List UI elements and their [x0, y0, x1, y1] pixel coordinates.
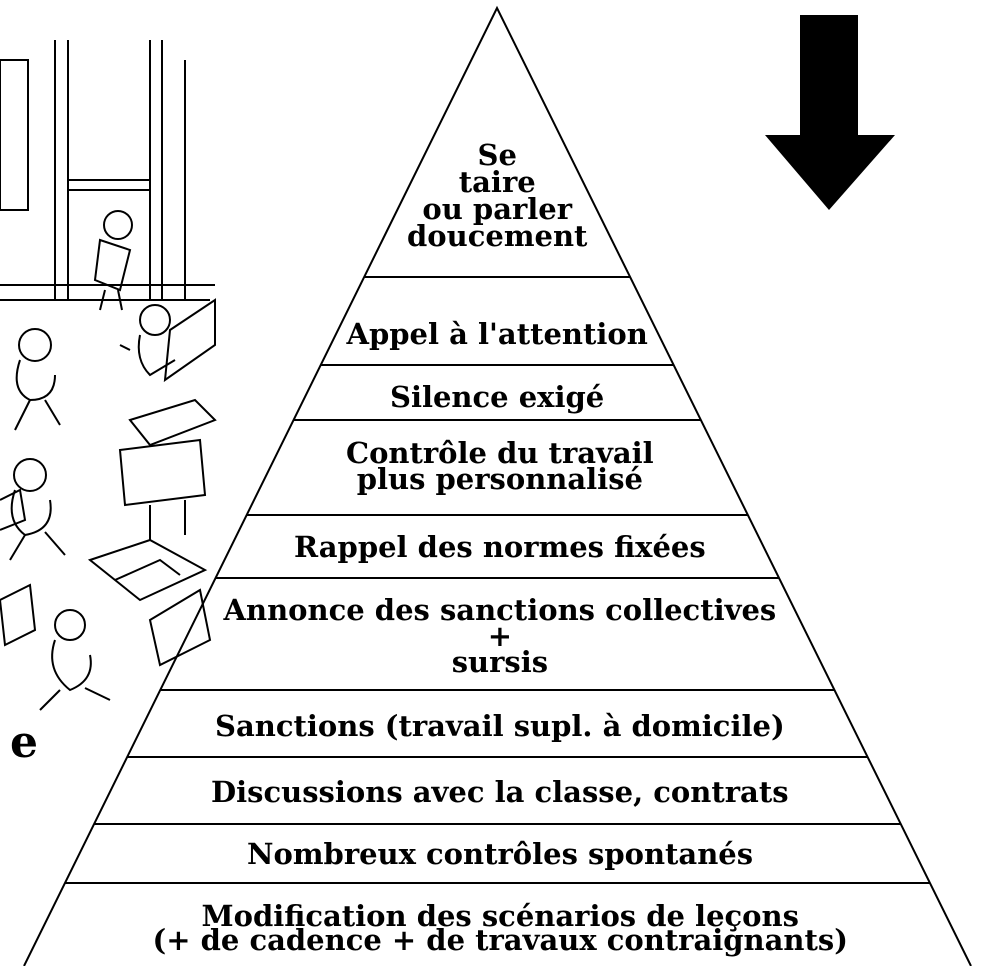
- pyramid-level-6: Annonce des sanctions collectives+sursis: [223, 593, 777, 679]
- pyramid-level-line: sursis: [451, 645, 549, 679]
- pyramid-level-line: Contrôle du travail: [346, 436, 654, 470]
- pyramid-level-7: Sanctions (travail supl. à domicile): [215, 708, 785, 743]
- pyramid-level-10: Modification des scénarios de leçons(+ d…: [152, 899, 848, 957]
- pyramid-level-line: Nombreux contrôles spontanés: [247, 836, 754, 871]
- pyramid-level-line: Rappel des normes fixées: [294, 529, 706, 564]
- pyramid-level-2: Appel à l'attention: [346, 316, 648, 351]
- pyramid-level-line: Annonce des sanctions collectives: [223, 593, 777, 627]
- pyramid-sides: [23, 5, 972, 966]
- pyramid-level-line: Modification des scénarios de leçons: [201, 899, 799, 933]
- pyramid-level-line: plus personnalisé: [356, 462, 643, 496]
- pyramid-level-line: Se: [477, 138, 517, 172]
- classroom-cartoon-icon: [0, 40, 217, 711]
- pyramid-level-3: Silence exigé: [390, 379, 605, 414]
- pyramid-outline: [23, 5, 972, 966]
- pyramid-level-line: Appel à l'attention: [346, 316, 648, 351]
- pyramid-level-line: Discussions avec la classe, contrats: [211, 774, 789, 809]
- pyramid-level-line: (+ de cadence + de travaux contraignants…: [152, 923, 848, 957]
- pyramid-level-line: Sanctions (travail supl. à domicile): [215, 708, 785, 743]
- pyramid-level-line: taire: [458, 165, 536, 199]
- pyramid-level-line: Silence exigé: [390, 379, 605, 414]
- down-arrow-icon: [765, 15, 895, 210]
- pyramid-level-9: Nombreux contrôles spontanés: [247, 836, 754, 871]
- cartoon-partial-text: e: [10, 717, 38, 768]
- pyramid-level-line: +: [487, 619, 513, 653]
- pyramid-level-8: Discussions avec la classe, contrats: [211, 774, 789, 809]
- pyramid-level-5: Rappel des normes fixées: [294, 529, 706, 564]
- pyramid-level-line: doucement: [407, 219, 588, 253]
- pyramid-level-line: ou parler: [422, 192, 573, 226]
